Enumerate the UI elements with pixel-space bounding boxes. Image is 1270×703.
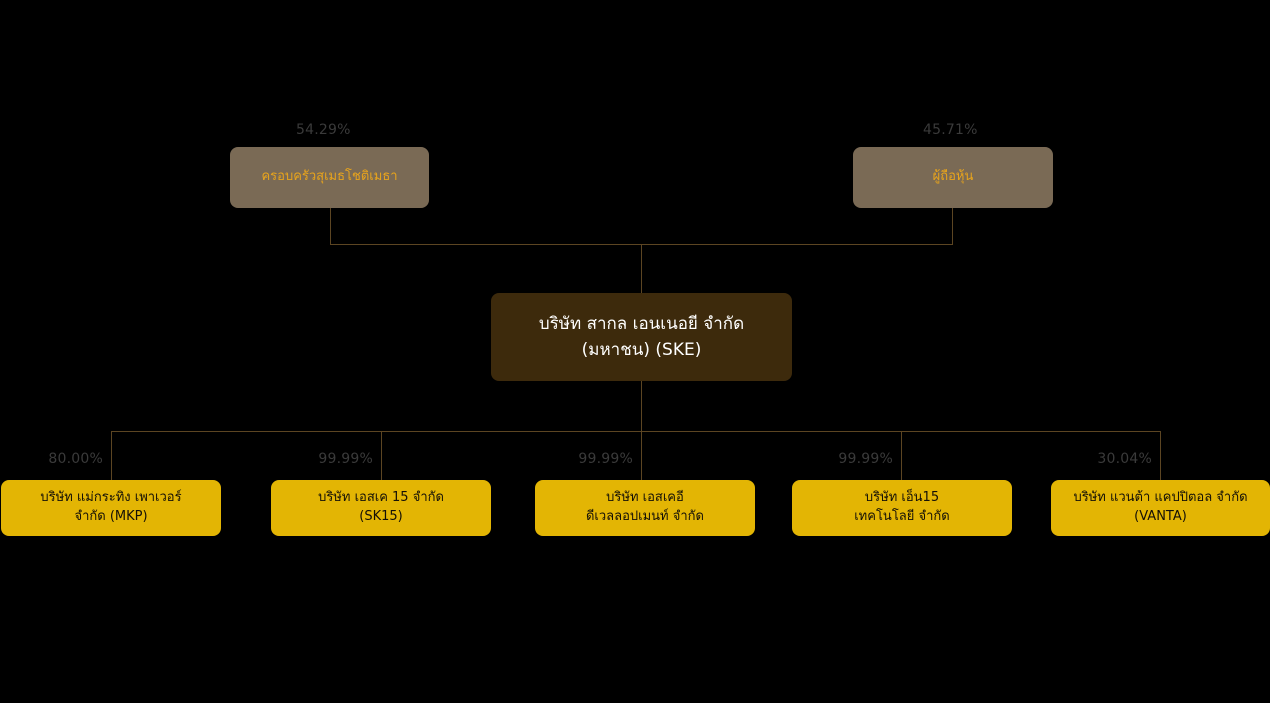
node-subsidiary-sk15[interactable]: บริษัท เอสเค 15 จำกัด (SK15) [271,480,491,536]
node-shareholder-family-label: ครอบครัวสุเมธโชติเมธา [261,169,398,185]
node-subsidiary-vanta-line1: บริษัท แวนต้า แคปปิตอล จำกัด [1073,490,1248,506]
node-subsidiary-n15-technology[interactable]: บริษัท เอ็น15 เทคโนโลยี จำกัด [792,480,1012,536]
node-subsidiary-ske-development-line1: บริษัท เอสเคอี [606,490,684,506]
connector-subsidiary-4-drop [901,431,902,480]
connector-subsidiary-2-drop [381,431,382,480]
percent-label-subsidiary-3: 99.99% [578,451,633,467]
node-company-ske-line2: (มหาชน) (SKE) [581,340,702,360]
node-subsidiary-ske-development[interactable]: บริษัท เอสเคอี ดีเวลลอปเมนท์ จำกัด [535,480,755,536]
percent-label-subsidiary-5: 30.04% [1097,451,1152,467]
connector-subsidiary-3-drop [641,431,642,480]
node-shareholder-family[interactable]: ครอบครัวสุเมธโชติเมธา [230,147,429,208]
node-subsidiary-mkp-line2: จำกัด (MKP) [74,509,148,524]
node-shareholder-public[interactable]: ผู้ถือหุ้น [853,147,1053,208]
node-shareholder-public-label: ผู้ถือหุ้น [932,169,974,185]
connector-subsidiary-bus [111,431,1161,432]
node-subsidiary-sk15-line1: บริษัท เอสเค 15 จำกัด [318,490,444,506]
percent-label-shareholder-2: 45.71% [923,122,978,138]
connector-shareholder-2-drop [952,208,953,244]
percent-label-subsidiary-2: 99.99% [318,451,373,467]
node-subsidiary-ske-development-line2: ดีเวลลอปเมนท์ จำกัด [585,509,704,524]
node-subsidiary-n15-technology-line2: เทคโนโลยี จำกัด [854,509,950,524]
node-company-ske[interactable]: บริษัท สากล เอนเนอยี จำกัด (มหาชน) (SKE) [491,293,792,381]
connector-company-feed [641,244,642,293]
node-subsidiary-vanta[interactable]: บริษัท แวนต้า แคปปิตอล จำกัด (VANTA) [1051,480,1270,536]
percent-label-subsidiary-1: 80.00% [48,451,103,467]
connector-subsidiary-1-drop [111,431,112,480]
connector-shareholder-1-drop [330,208,331,244]
node-subsidiary-mkp-line1: บริษัท แม่กระทิง เพาเวอร์ [40,490,182,506]
node-subsidiary-vanta-line2: (VANTA) [1134,509,1187,524]
node-subsidiary-mkp[interactable]: บริษัท แม่กระทิง เพาเวอร์ จำกัด (MKP) [1,480,221,536]
percent-label-shareholder-1: 54.29% [296,122,351,138]
percent-label-subsidiary-4: 99.99% [838,451,893,467]
connector-subsidiary-5-drop [1160,431,1161,480]
node-company-ske-line1: บริษัท สากล เอนเนอยี จำกัด [538,313,745,334]
node-subsidiary-n15-technology-line1: บริษัท เอ็น15 [864,490,940,506]
connector-subsidiary-feed [641,381,642,431]
node-subsidiary-sk15-line2: (SK15) [359,509,403,524]
